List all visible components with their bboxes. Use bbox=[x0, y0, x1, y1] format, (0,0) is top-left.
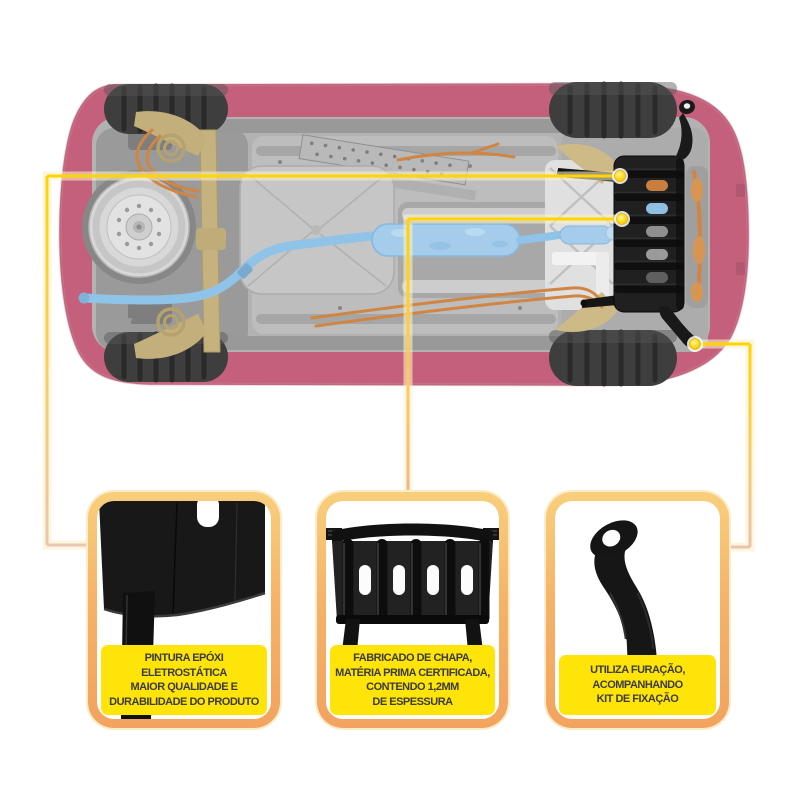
feature-card-paint-panel: PINTURA EPÓXI ELETROSTÁTICA MAIOR QUALID… bbox=[97, 501, 271, 719]
skid-plate-installed bbox=[557, 99, 700, 348]
callout-line-3 bbox=[695, 342, 752, 549]
exhaust-muffler bbox=[371, 223, 521, 257]
feature-card-label: PINTURA EPÓXI ELETROSTÁTICA MAIOR QUALID… bbox=[101, 645, 267, 715]
feature-card-label: UTILIZA FURAÇÃO, ACOMPANHANDO KIT DE FIX… bbox=[559, 655, 716, 715]
feature-card-fixation: UTILIZA FURAÇÃO, ACOMPANHANDO KIT DE FIX… bbox=[546, 492, 729, 728]
callout-line-2 bbox=[406, 217, 622, 496]
callout-dot-1 bbox=[612, 168, 628, 184]
fuel-tank bbox=[239, 165, 395, 295]
callout-dot-2 bbox=[614, 211, 630, 227]
feature-card-label: FABRICADO DE CHAPA, MATÉRIA PRIMA CERTIF… bbox=[330, 645, 495, 715]
spare-tire bbox=[88, 176, 190, 278]
top-mounting-bracket bbox=[676, 99, 695, 160]
bottom-mounting-bracket bbox=[659, 306, 700, 348]
mounting-bracket-photo bbox=[590, 520, 658, 663]
engine-harness bbox=[691, 178, 705, 302]
callout-dot-3 bbox=[687, 336, 703, 352]
catalytic-section bbox=[559, 225, 613, 245]
feature-card-material-panel: FABRICADO DE CHAPA, MATÉRIA PRIMA CERTIF… bbox=[326, 501, 499, 719]
callout-lines bbox=[42, 168, 755, 552]
feature-card-fixation-panel: UTILIZA FURAÇÃO, ACOMPANHANDO KIT DE FIX… bbox=[555, 501, 720, 719]
feature-card-paint: PINTURA EPÓXI ELETROSTÁTICA MAIOR QUALID… bbox=[88, 492, 280, 728]
feature-card-material: FABRICADO DE CHAPA, MATÉRIA PRIMA CERTIF… bbox=[317, 492, 508, 728]
exhaust-tailpipe-tip bbox=[78, 292, 90, 304]
